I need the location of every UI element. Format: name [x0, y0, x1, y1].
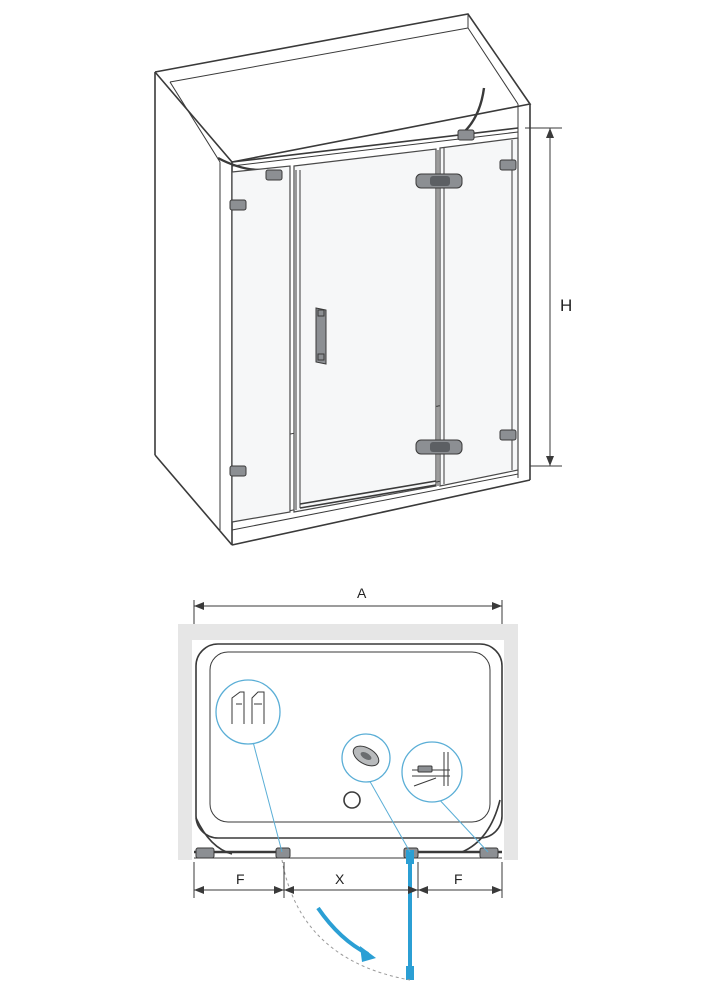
- perspective-fittings: [229, 129, 517, 477]
- glass-panels: [231, 137, 519, 523]
- bottom-dimensions: F X F: [193, 862, 503, 898]
- hinge-top: [415, 173, 463, 189]
- rail-clamp-right: [457, 129, 475, 141]
- height-dimension: H: [525, 127, 572, 467]
- wall-clamp-left-bottom: [229, 465, 247, 477]
- open-door: [281, 850, 414, 981]
- handle-detail-icon: [341, 733, 391, 783]
- wall-clamp-left-top: [229, 199, 247, 211]
- hinge-bottom: [415, 439, 463, 455]
- hinge-detail-icon: [401, 741, 463, 803]
- shower-tray: [195, 643, 503, 839]
- drain: [343, 791, 361, 809]
- width-dimension: A: [193, 585, 503, 630]
- wall-clamp-right-top: [499, 159, 517, 171]
- height-label: H: [560, 296, 572, 315]
- fixed-right-label: F: [454, 871, 463, 887]
- perspective-view: H: [154, 13, 572, 546]
- profile-detail-icon: [215, 679, 281, 745]
- plan-glass-line: [194, 799, 502, 859]
- rail-clamp-left: [265, 169, 283, 181]
- door-opening-label: X: [335, 871, 345, 887]
- wall-clamp-right-bottom: [499, 429, 517, 441]
- plan-view: A: [178, 585, 518, 981]
- door-handle: [315, 307, 327, 365]
- callout-leaders: [251, 737, 489, 853]
- width-label: A: [357, 585, 367, 601]
- fixed-left-label: F: [236, 871, 245, 887]
